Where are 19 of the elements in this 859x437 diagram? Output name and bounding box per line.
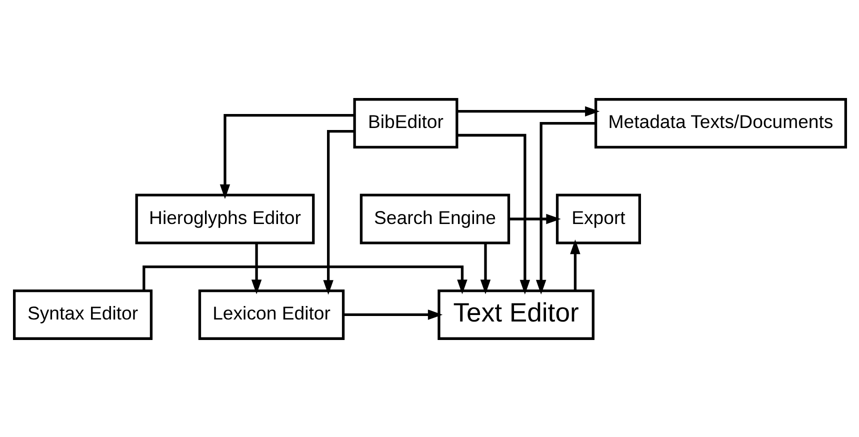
arrow	[250, 242, 262, 294]
arrow	[570, 238, 580, 290]
node-box: Export	[555, 193, 640, 244]
node-box: Syntax Editor	[12, 288, 152, 340]
arrow	[535, 121, 595, 294]
arrow	[480, 242, 490, 294]
node-box: Metadata Texts/Documents	[594, 98, 847, 148]
node-box: Search Engine	[359, 193, 510, 244]
arrow	[322, 129, 354, 294]
arrow	[142, 265, 467, 294]
arrow	[343, 309, 442, 320]
node-box: Lexicon Editor	[198, 288, 344, 340]
node-box: Text Editor	[437, 288, 594, 340]
arrow	[456, 133, 530, 294]
arrow	[508, 213, 560, 224]
node-box: Hieroglyphs Editor	[134, 193, 314, 244]
node-box: BibEditor	[352, 98, 458, 148]
arrow	[219, 114, 354, 198]
arrow	[456, 106, 600, 116]
